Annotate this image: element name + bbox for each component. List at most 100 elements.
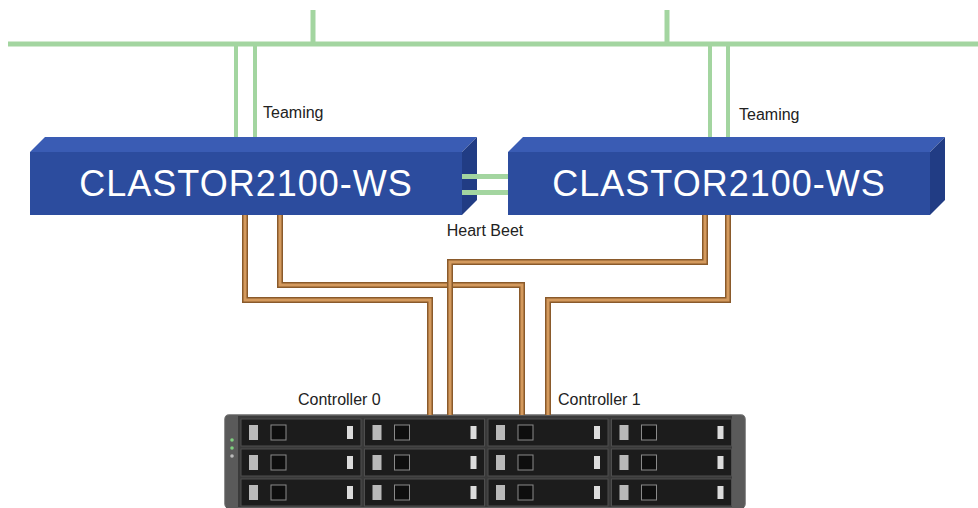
drive-tray (241, 479, 361, 506)
drive-tab (471, 486, 477, 499)
drive-latch (373, 455, 382, 470)
chassis-ear (226, 416, 238, 508)
drive-tray (612, 449, 732, 476)
drive-latch (249, 485, 258, 500)
drive-tray (488, 419, 608, 446)
status-led (230, 438, 234, 442)
drive-tab (594, 486, 600, 499)
link-label: Teaming (261, 104, 325, 122)
drive-tray (488, 479, 608, 506)
drive-bay (488, 479, 608, 506)
drive-handle (271, 425, 286, 440)
storage-cable (280, 215, 522, 415)
server-name: CLASTOR2100-WS (79, 163, 412, 205)
drive-tab (718, 426, 724, 439)
drive-tab (347, 426, 353, 439)
cable-core (280, 215, 522, 415)
cable-outline (245, 215, 430, 415)
drive-handle (518, 455, 533, 470)
drive-tab (594, 426, 600, 439)
drive-latch (496, 455, 505, 470)
server-box: CLASTOR2100-WS (30, 152, 462, 215)
cable-core (450, 215, 705, 415)
drive-tab (718, 486, 724, 499)
drive-bay (612, 479, 732, 506)
chassis-ear (732, 416, 744, 508)
server-body (30, 137, 477, 215)
bus-tap (311, 10, 316, 44)
drive-bay (612, 449, 732, 476)
storage-cable (450, 215, 705, 415)
drive-handle (642, 455, 657, 470)
network-bus (8, 10, 978, 140)
drive-bay (612, 419, 732, 446)
drive-tab (347, 486, 353, 499)
drive-latch (496, 485, 505, 500)
drive-tab (347, 456, 353, 469)
heartbeat-wire (462, 190, 508, 195)
storage-array: Controller 0Controller 1 (225, 415, 745, 508)
drive-bay (488, 419, 608, 446)
drive-bay (365, 449, 485, 476)
bus-tap (665, 10, 670, 44)
drive-tray (365, 449, 485, 476)
drive-handle (395, 425, 410, 440)
drive-latch (373, 425, 382, 440)
drive-tray (241, 449, 361, 476)
drive-tab (471, 456, 477, 469)
drive-bay (365, 419, 485, 446)
drive-latch (620, 455, 629, 470)
drive-tray (612, 419, 732, 446)
drive-bay (241, 479, 361, 506)
drive-handle (642, 485, 657, 500)
cable-outline (548, 215, 728, 415)
heartbeat-link (462, 177, 508, 193)
drive-handle (271, 485, 286, 500)
controller-label: Controller 0 (298, 391, 381, 409)
server-name: CLASTOR2100-WS (552, 163, 885, 205)
storage-chassis (225, 415, 745, 508)
drive-handle (642, 425, 657, 440)
drive-tray (241, 419, 361, 446)
controller-label: Controller 1 (558, 391, 641, 409)
drive-bay (488, 449, 608, 476)
drive-bay (241, 449, 361, 476)
drive-handle (395, 485, 410, 500)
cable-outline (280, 215, 522, 415)
cable-core (245, 215, 430, 415)
server-top-face (30, 137, 477, 152)
chassis-frame (225, 415, 745, 508)
drive-tray (365, 479, 485, 506)
drive-tray (365, 419, 485, 446)
drive-bay (365, 479, 485, 506)
link-label: Teaming (737, 106, 801, 124)
storage-cable (548, 215, 728, 415)
drive-tab (718, 456, 724, 469)
drive-handle (395, 455, 410, 470)
drive-latch (496, 425, 505, 440)
drive-handle (518, 485, 533, 500)
drive-latch (249, 455, 258, 470)
drive-latch (620, 485, 629, 500)
status-led (230, 446, 234, 450)
drive-tab (594, 456, 600, 469)
server-side-face (930, 137, 945, 215)
drive-latch (249, 425, 258, 440)
edge-label: Heart Beet (445, 222, 525, 240)
drive-latch (373, 485, 382, 500)
drive-tray (488, 449, 608, 476)
heartbeat-wire (462, 174, 508, 179)
bus-line (8, 42, 978, 47)
teaming-link (234, 44, 238, 140)
drive-handle (518, 425, 533, 440)
status-led (230, 454, 234, 458)
teaming-link (253, 44, 257, 140)
drive-handle (271, 455, 286, 470)
cable-outline (450, 215, 705, 415)
server-body (508, 137, 945, 215)
teaming-link (726, 44, 730, 140)
server-top-face (508, 137, 945, 152)
drive-bay (241, 419, 361, 446)
